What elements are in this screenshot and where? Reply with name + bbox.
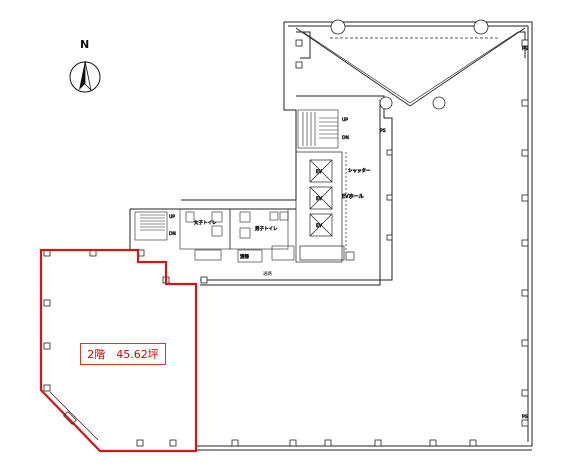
corridor-label: 通路	[263, 270, 272, 277]
ev-hall-label: EVホール	[342, 194, 364, 200]
ev-label-3: EV	[316, 223, 323, 229]
ladies-wc-label: 女子トイレ	[194, 219, 217, 226]
cleaning-label: 清掃	[240, 253, 249, 260]
ps-corner: PS	[522, 46, 528, 52]
stair-lower: UP DN	[134, 211, 176, 241]
north-arrow-icon: N	[69, 38, 101, 93]
diagonal-corner	[49, 391, 99, 441]
mens-wc-label: 男子トイレ	[255, 225, 278, 232]
columns	[43, 39, 529, 447]
stair-upper-dn: DN	[342, 135, 349, 141]
floor-area-label: 2階 45.62坪	[80, 343, 166, 365]
stair-upper: UP DN PS PS PS	[297, 46, 528, 420]
ev-label-2: EV	[316, 196, 323, 202]
ps-bottom: PS	[522, 414, 528, 420]
ps-top: PS	[380, 128, 386, 134]
rental-area-outline	[39, 248, 198, 453]
stair-upper-up: UP	[342, 117, 348, 123]
elevator-core: EV EV EV シャッター EVホール	[295, 151, 371, 263]
shutter-label: シャッター	[348, 167, 371, 174]
building-walls	[129, 21, 533, 451]
ev-label-1: EV	[316, 169, 323, 175]
round-columns	[330, 19, 489, 110]
restrooms: 女子トイレ 男子トイレ 清掃	[179, 208, 295, 263]
stair-lower-dn: DN	[169, 231, 176, 237]
north-letter: N	[80, 38, 89, 51]
stair-lower-up: UP	[169, 214, 175, 220]
